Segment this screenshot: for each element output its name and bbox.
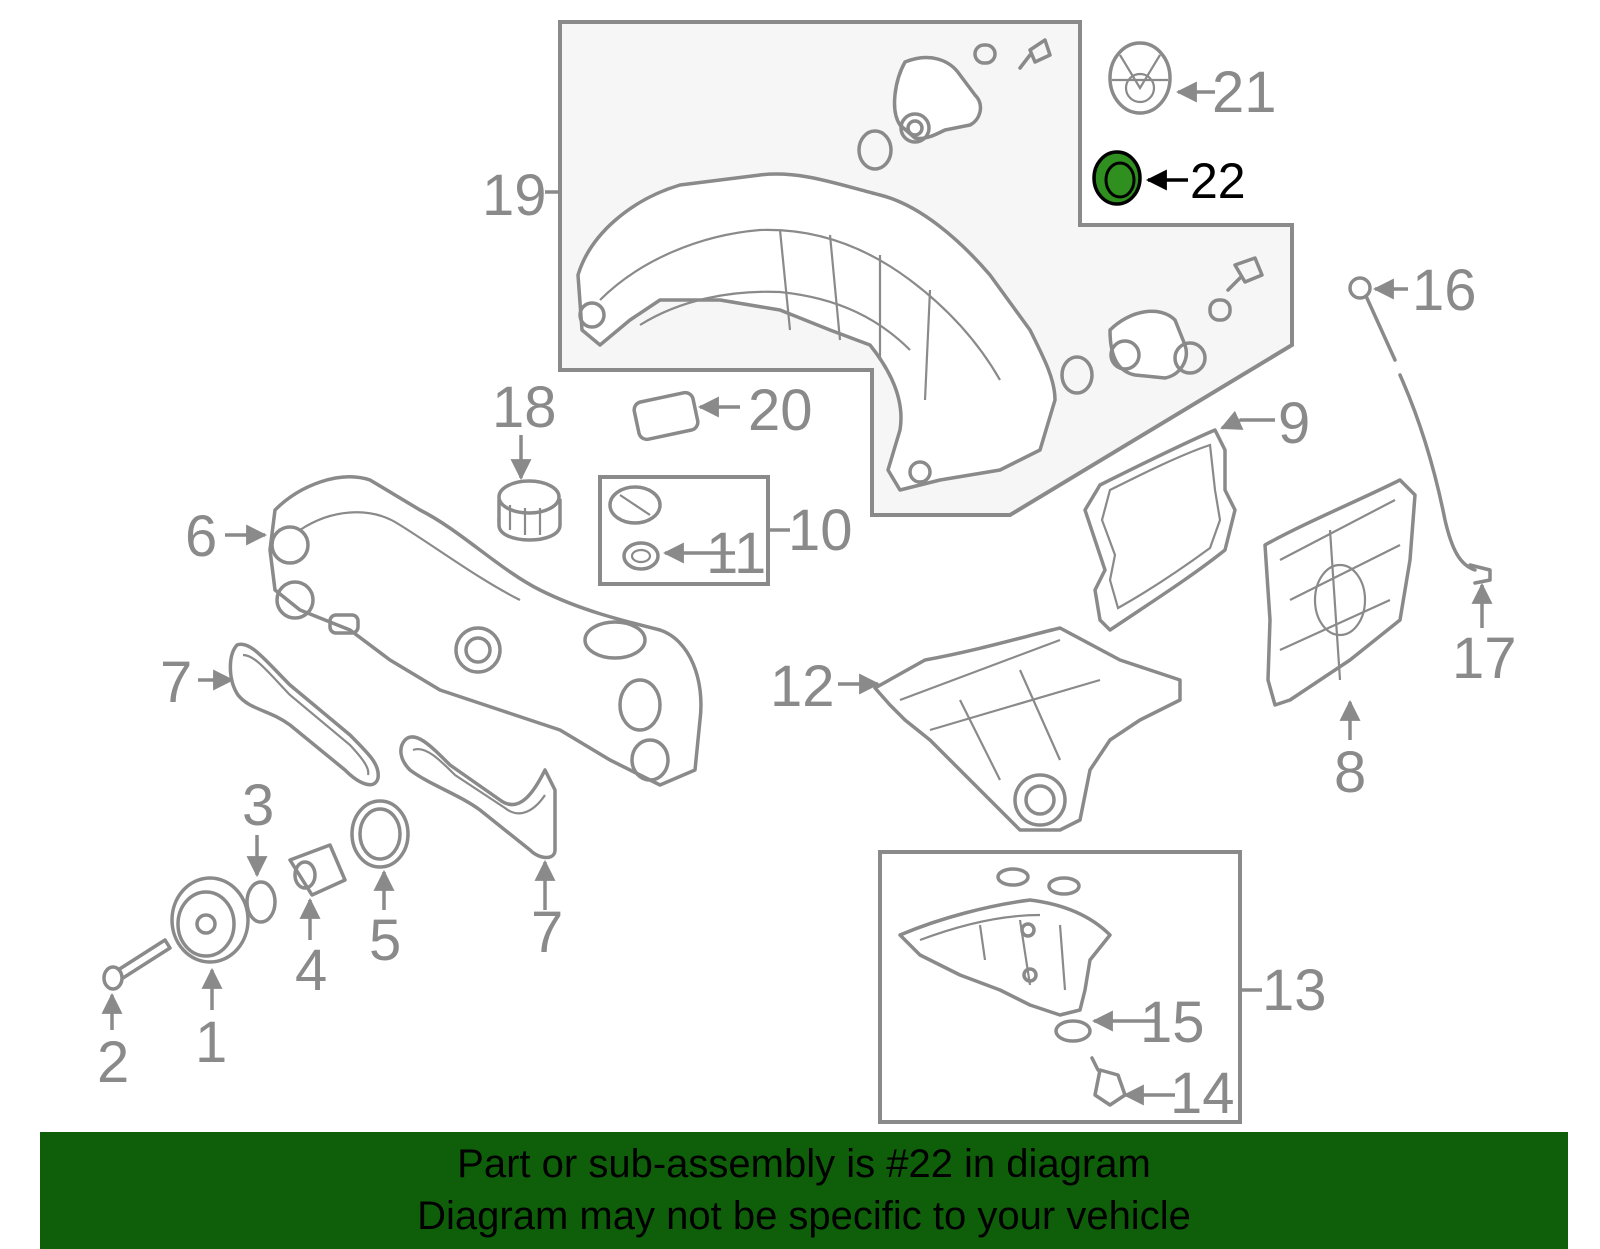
part-10-oil-cap	[608, 485, 662, 525]
part-22-seal	[1092, 150, 1142, 206]
banner-line-2: Diagram may not be specific to your vehi…	[417, 1194, 1191, 1238]
label-1: 1	[195, 1010, 227, 1075]
part-16-17-dipstick	[1348, 276, 1492, 585]
part-3-oring	[245, 880, 277, 924]
label-3: 3	[242, 773, 274, 838]
leader-arrows	[101, 81, 1493, 1106]
info-banner: Part or sub-assembly is #22 in diagram D…	[40, 1132, 1568, 1249]
label-4: 4	[295, 938, 327, 1003]
label-22: 22	[1190, 153, 1246, 209]
intake-manifold	[576, 172, 1057, 492]
label-5: 5	[369, 908, 401, 973]
label-17: 17	[1452, 626, 1517, 691]
part-9-gasket	[1083, 428, 1237, 632]
label-8: 8	[1334, 740, 1366, 805]
throttle-body-top	[857, 38, 1052, 171]
part-11-seal	[622, 541, 660, 571]
parts-diagram: 1 2 3 4 5 6 7 7 8 9 10 11 12 13 14 15 16…	[97, 20, 1517, 1126]
label-18: 18	[492, 375, 557, 440]
part-6-timing-cover	[268, 475, 703, 787]
label-14: 14	[1170, 1061, 1235, 1126]
part-20-gasket	[632, 390, 700, 442]
part-4-sleeve	[288, 843, 347, 897]
part-21-cap	[1108, 41, 1172, 115]
callout-labels: 1 2 3 4 5 6 7 7 8 9 10 11 12 13 14 15 16…	[97, 60, 1517, 1126]
part-14-drain-plug	[1090, 1056, 1127, 1107]
label-15: 15	[1140, 990, 1205, 1055]
part-13-oil-pan-lower	[898, 867, 1112, 1017]
label-11: 11	[706, 521, 766, 586]
label-6: 6	[185, 504, 217, 569]
part-5-seal	[350, 799, 410, 869]
label-7a: 7	[160, 650, 192, 715]
part-15-washer	[1054, 1019, 1092, 1043]
label-19: 19	[482, 163, 547, 228]
part-7-belt-left	[228, 642, 380, 787]
label-16: 16	[1412, 258, 1477, 323]
label-21: 21	[1212, 60, 1277, 125]
label-13: 13	[1262, 958, 1327, 1023]
manifold-fitting	[1060, 256, 1264, 395]
part-12-oil-pan-upper	[873, 626, 1182, 832]
part-2-bolt	[102, 938, 172, 991]
banner-line-1: Part or sub-assembly is #22 in diagram	[457, 1142, 1151, 1186]
label-20: 20	[748, 378, 813, 443]
label-10: 10	[788, 498, 853, 563]
part-7-belt-right	[399, 735, 557, 860]
part-8-cover	[1263, 478, 1417, 707]
part-18-oil-filter	[497, 479, 562, 542]
label-12: 12	[770, 654, 835, 719]
label-2: 2	[97, 1030, 129, 1095]
label-7b: 7	[531, 900, 563, 965]
part-1-pulley	[170, 876, 250, 964]
label-9: 9	[1278, 391, 1310, 456]
group-box-13	[878, 850, 1242, 1124]
